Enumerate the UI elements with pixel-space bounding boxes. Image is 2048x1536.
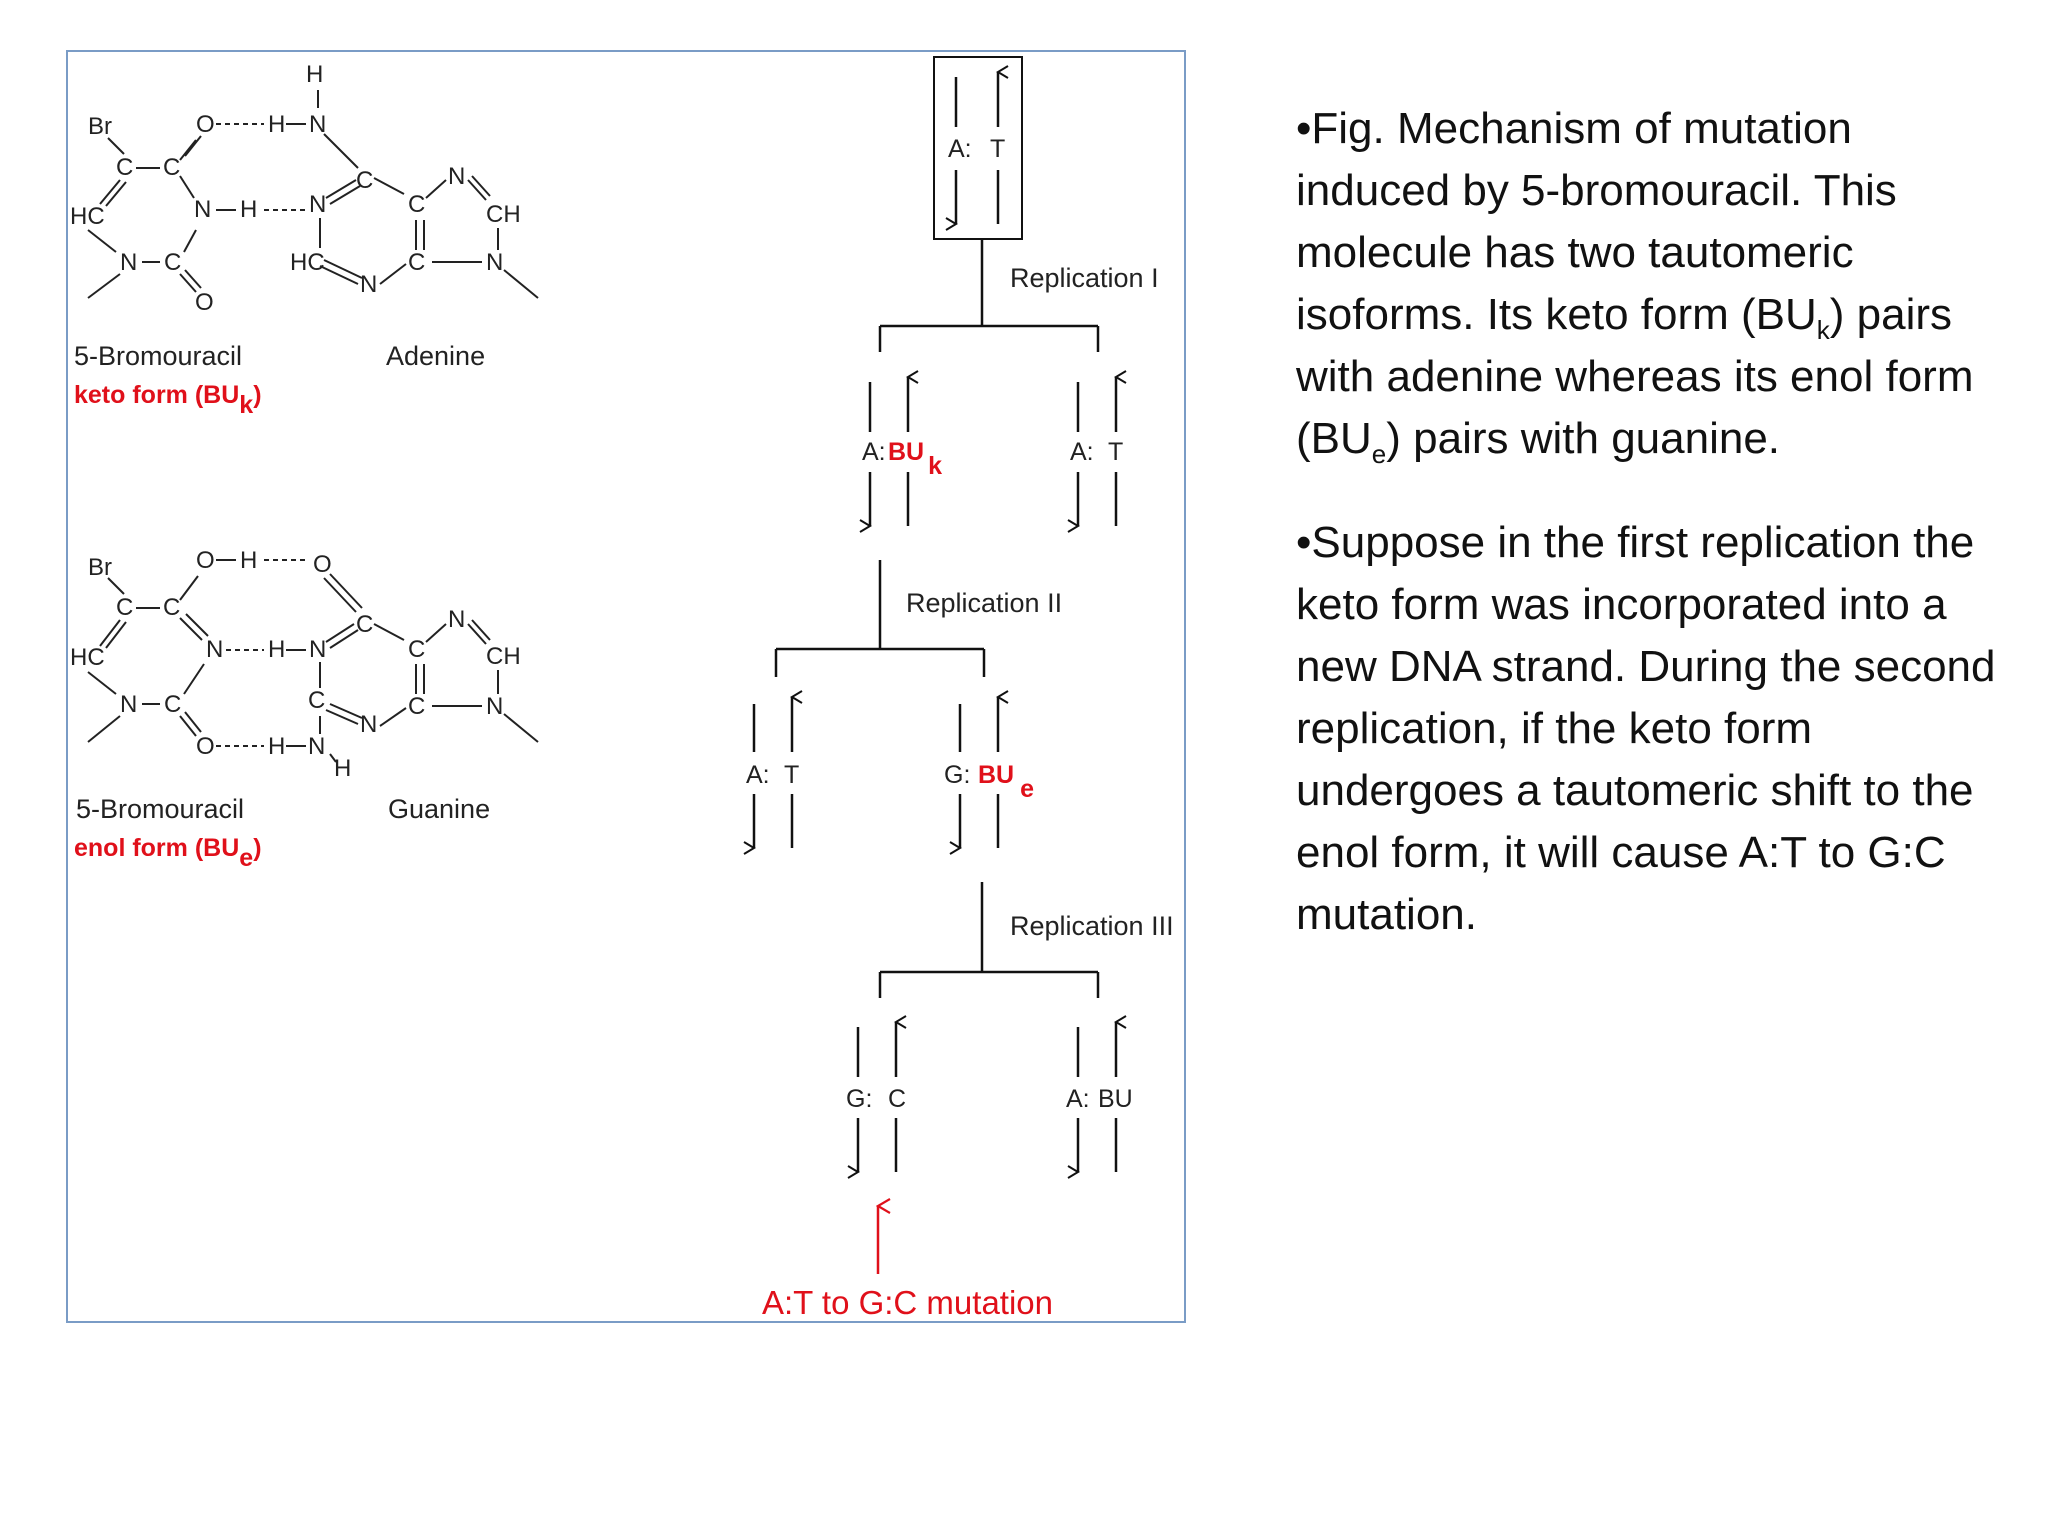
atom-o-top: O <box>196 111 215 138</box>
pair-right: BU <box>1098 1085 1133 1113</box>
atom-n-r2: N <box>486 693 503 720</box>
pair-right: C <box>888 1085 906 1113</box>
atom-c2: C <box>163 154 180 181</box>
paragraph-figure-caption: •Fig. Mechanism of mutation induced by 5… <box>1296 104 1974 469</box>
atom-ch: CH <box>486 643 521 670</box>
pair-left: A: <box>948 135 972 163</box>
root-pair-box <box>933 56 1023 240</box>
atom-n-b: N <box>120 691 137 718</box>
pair-left: G: <box>846 1085 872 1113</box>
atom-h-nh: H <box>334 755 351 782</box>
enol-form-label: enol form (BUe) <box>74 834 262 872</box>
atom-h-mid: H <box>240 196 257 223</box>
gen1-right-pair: A: T <box>1067 370 1127 533</box>
atom-o-gua: O <box>313 551 332 578</box>
mutation-label: A:T to G:C mutation <box>762 1284 1053 1321</box>
explanation-text: •Fig. Mechanism of mutation induced by 5… <box>1296 98 1996 988</box>
replication-3-label: Replication III <box>1010 911 1174 941</box>
atom-h-dash: H <box>268 111 285 138</box>
atom-n-h: N <box>194 196 211 223</box>
pair-left: A: <box>862 438 886 466</box>
atom-c-b2: C <box>408 249 425 276</box>
atom-n-ring: N <box>448 606 465 633</box>
atom-n-b2: N <box>308 733 325 760</box>
pair-left: A: <box>1066 1085 1090 1113</box>
atom-o-b: O <box>195 289 214 316</box>
atom-c-gua3: C <box>308 687 325 714</box>
atom-h-mid: H <box>268 636 285 663</box>
figure-panel: Br O H N H C C N H N C C N CH HC N C O H… <box>66 50 1186 1323</box>
adenine-label: Adenine <box>386 341 485 371</box>
atom-n-gua2: N <box>360 711 377 738</box>
atom-hc: HC <box>70 203 105 230</box>
gen2-left-pair: A: T <box>743 690 803 855</box>
pair-left: G: <box>944 761 970 789</box>
replication-2-label: Replication II <box>906 588 1062 618</box>
pair-left: A: <box>746 761 770 789</box>
atom-br: Br <box>88 113 112 140</box>
atom-ch: CH <box>486 201 521 228</box>
keto-bromouracil-label: 5-Bromouracil <box>74 341 242 371</box>
atom-h-top: H <box>240 547 257 574</box>
atom-hc2: HC <box>290 249 325 276</box>
atom-n-gua: N <box>309 636 326 663</box>
gen3-right-pair: A: BU <box>1066 1015 1133 1179</box>
atom-h-top: H <box>306 61 323 88</box>
atom-h-b: H <box>268 733 285 760</box>
keto-form-label: keto form (BUk) <box>74 381 262 419</box>
atom-c1: C <box>116 594 133 621</box>
atom-c2: C <box>163 594 180 621</box>
atom-n-b2: N <box>360 271 377 298</box>
atom-c-b: C <box>164 691 181 718</box>
atom-c-b2: C <box>408 693 425 720</box>
atom-n-ade: N <box>309 191 326 218</box>
atom-c-gua: C <box>356 611 373 638</box>
atom-c-b: C <box>164 249 181 276</box>
atom-c-ade2: C <box>408 191 425 218</box>
keto-pair-structure: Br O H N H C C N H N C C N CH HC N C O H… <box>70 61 539 316</box>
atom-c-gua2: C <box>408 636 425 663</box>
atom-n-mid: N <box>206 636 223 663</box>
atom-n-top: N <box>309 111 326 138</box>
pair-right: T <box>1108 438 1123 466</box>
atom-hc: HC <box>70 644 105 671</box>
atom-n-b: N <box>120 249 137 276</box>
atom-c1: C <box>116 154 133 181</box>
pair-right: T <box>784 761 799 789</box>
paragraph-replication-explanation: •Suppose in the first replication the ke… <box>1296 518 1996 939</box>
atom-n-ring: N <box>448 163 465 190</box>
enol-bromouracil-label: 5-Bromouracil <box>76 794 244 824</box>
atom-c-ade: C <box>356 167 373 194</box>
guanine-label: Guanine <box>388 794 490 824</box>
root-pair: A: T <box>945 65 1009 231</box>
replication-1-label: Replication I <box>1010 263 1159 293</box>
pair-left: A: <box>1070 438 1094 466</box>
atom-o-top: O <box>196 547 215 574</box>
atom-br: Br <box>88 554 112 581</box>
mutation-mechanism-diagram: Br O H N H C C N H N C C N CH HC N C O H… <box>70 56 1174 1321</box>
atom-n-r2: N <box>486 249 503 276</box>
pair-right: T <box>990 135 1005 163</box>
enol-pair-structure: Br O H O C C N H N C C N CH HC N C C N O… <box>70 547 539 782</box>
atom-o-b: O <box>196 733 215 760</box>
gen3-left-pair: G: C <box>846 1015 907 1179</box>
